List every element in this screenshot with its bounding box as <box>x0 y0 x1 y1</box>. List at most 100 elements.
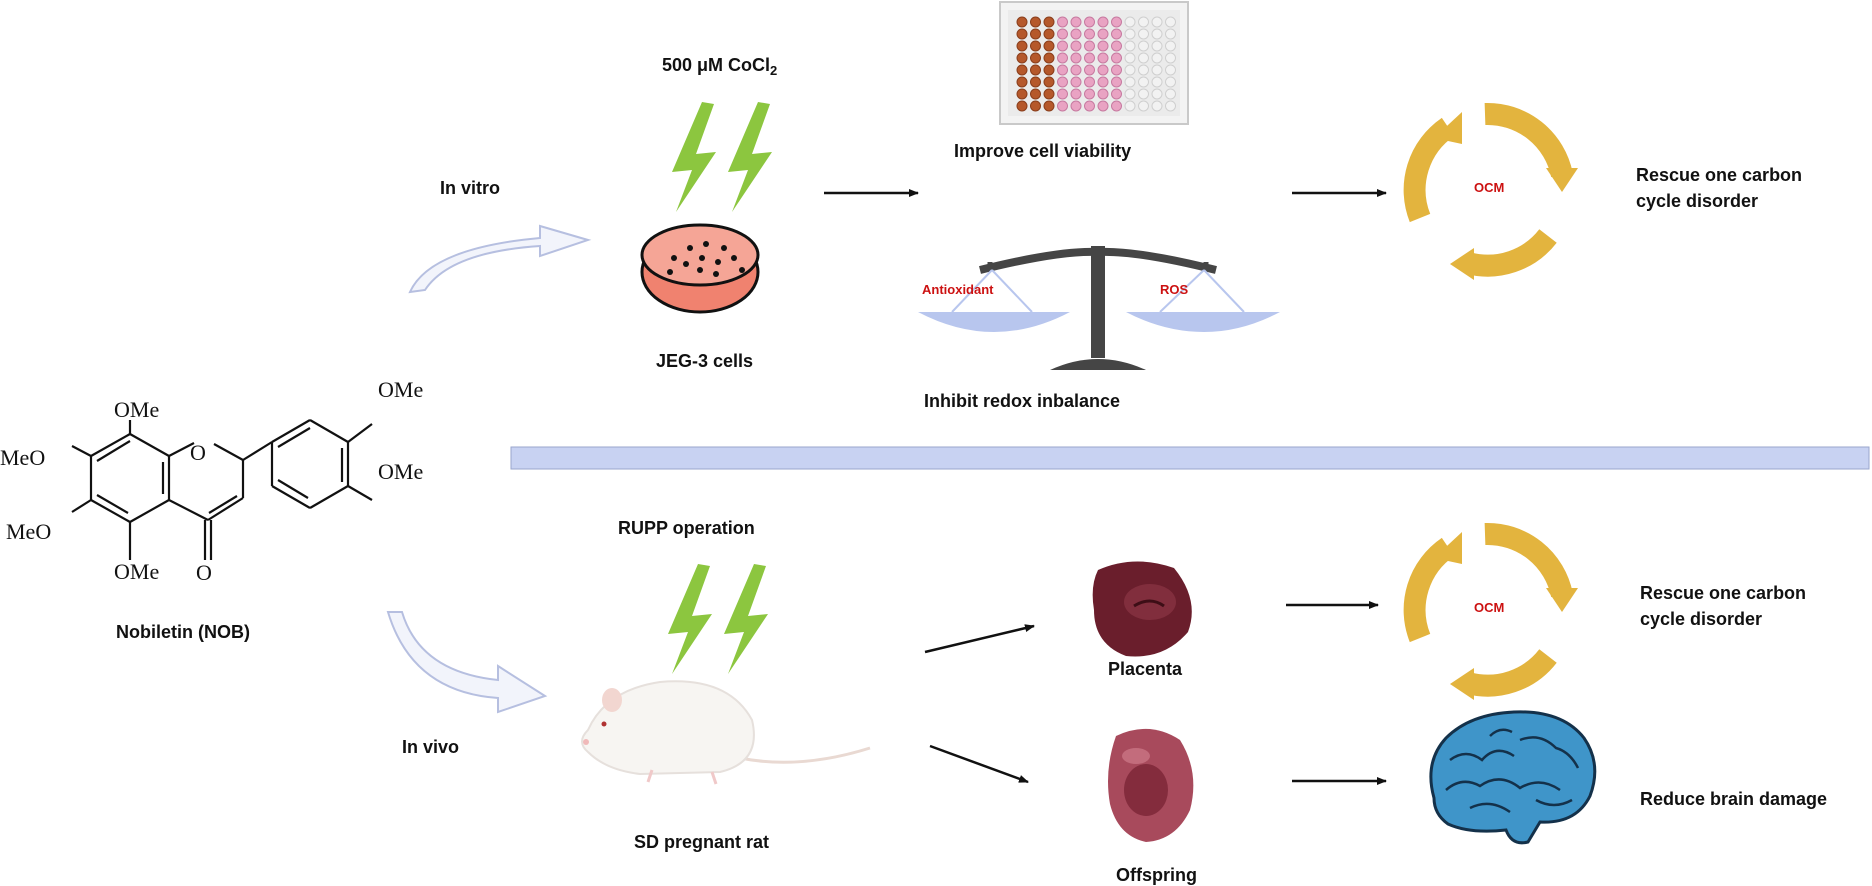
balance-label-antioxidant: Antioxidant <box>922 282 994 297</box>
well <box>1111 88 1122 100</box>
offspring-brain-tissue-icon <box>1108 728 1194 842</box>
bond <box>271 485 311 509</box>
bond <box>71 445 92 457</box>
well <box>1111 52 1122 64</box>
well <box>1111 64 1122 76</box>
result-placenta-line2: cycle disorder <box>1640 609 1763 629</box>
placenta-icon <box>1092 561 1192 657</box>
well <box>1151 100 1163 112</box>
well <box>1070 88 1082 100</box>
well <box>1124 64 1136 76</box>
bond <box>347 423 373 443</box>
well <box>1124 28 1136 40</box>
cycle-arrows-icon <box>1415 532 1578 700</box>
bond <box>207 497 244 521</box>
well <box>1097 100 1109 112</box>
well <box>1111 40 1122 52</box>
compound-name: Nobiletin (NOB) <box>116 622 250 642</box>
well <box>1030 76 1041 88</box>
cycle-label-ocm: OCM <box>1474 600 1505 615</box>
well <box>1165 100 1176 112</box>
well <box>1030 100 1041 112</box>
well <box>1165 64 1176 76</box>
well <box>1151 52 1163 64</box>
bond <box>71 499 92 513</box>
substituent-c4p: OMe <box>378 377 424 402</box>
well <box>1111 16 1122 28</box>
cycle-label-ocm: OCM <box>1474 180 1505 195</box>
petri-dish-icon <box>640 223 760 314</box>
result-placenta-line1: Rescue one carbon <box>1640 583 1807 603</box>
well <box>1016 16 1028 28</box>
well <box>1124 88 1136 100</box>
nobiletin-structure-icon <box>71 419 373 560</box>
well <box>1030 16 1041 28</box>
result-in-vitro-line1: Rescue one carbon <box>1636 165 1803 185</box>
well <box>1165 88 1176 100</box>
well <box>1138 76 1149 88</box>
tissue-placenta: Placenta <box>1108 659 1183 679</box>
bond <box>347 485 373 501</box>
well <box>1138 64 1149 76</box>
well <box>1070 100 1082 112</box>
brain-icon <box>1429 710 1597 845</box>
bond <box>242 441 273 461</box>
well <box>1138 16 1149 28</box>
bond <box>277 479 309 499</box>
bond <box>129 433 170 457</box>
well-plate-icon <box>999 1 1189 125</box>
bond <box>168 442 195 457</box>
stress-cocl2: 500 μM CoCl2 <box>662 55 778 78</box>
substituent-c6: MeO <box>6 519 52 544</box>
well <box>1151 64 1163 76</box>
well <box>1165 16 1176 28</box>
substituent-c5: OMe <box>114 559 160 584</box>
well <box>1097 52 1109 64</box>
well <box>1057 76 1068 88</box>
bond <box>96 440 131 462</box>
bond <box>90 433 131 457</box>
well <box>1111 28 1122 40</box>
well <box>1016 52 1028 64</box>
well <box>1097 16 1109 28</box>
well <box>1043 40 1055 52</box>
route-in-vivo: In vivo <box>402 737 460 757</box>
well <box>1030 52 1041 64</box>
well <box>1097 40 1109 52</box>
well <box>1030 64 1041 76</box>
outcome-redox: Inhibit redox inbalance <box>924 391 1121 411</box>
bond <box>213 443 244 461</box>
well <box>1030 28 1041 40</box>
well <box>1057 28 1068 40</box>
in-vivo-arrow-icon <box>386 611 548 714</box>
lightning-icon <box>672 102 772 212</box>
bond <box>271 419 311 443</box>
bond <box>277 427 311 448</box>
well <box>1124 52 1136 64</box>
well <box>1097 88 1109 100</box>
well <box>1057 64 1068 76</box>
well <box>1043 64 1055 76</box>
well <box>1016 76 1028 88</box>
well <box>1043 88 1055 100</box>
well <box>1030 88 1041 100</box>
result-in-vitro-line2: cycle disorder <box>1636 191 1759 211</box>
model-rat: SD pregnant rat <box>634 832 770 852</box>
tissue-offspring: Offspring <box>1116 865 1197 885</box>
well <box>1151 88 1163 100</box>
well <box>1151 40 1163 52</box>
well <box>1138 52 1149 64</box>
well <box>1165 40 1176 52</box>
well <box>1043 28 1055 40</box>
bond <box>96 494 129 514</box>
well <box>1084 76 1095 88</box>
well <box>1151 16 1163 28</box>
bond <box>309 485 349 509</box>
bond <box>309 419 349 443</box>
well <box>1043 16 1055 28</box>
bond <box>168 499 209 521</box>
stress-rupp: RUPP operation <box>618 518 755 538</box>
well <box>1124 16 1136 28</box>
well <box>1057 100 1068 112</box>
